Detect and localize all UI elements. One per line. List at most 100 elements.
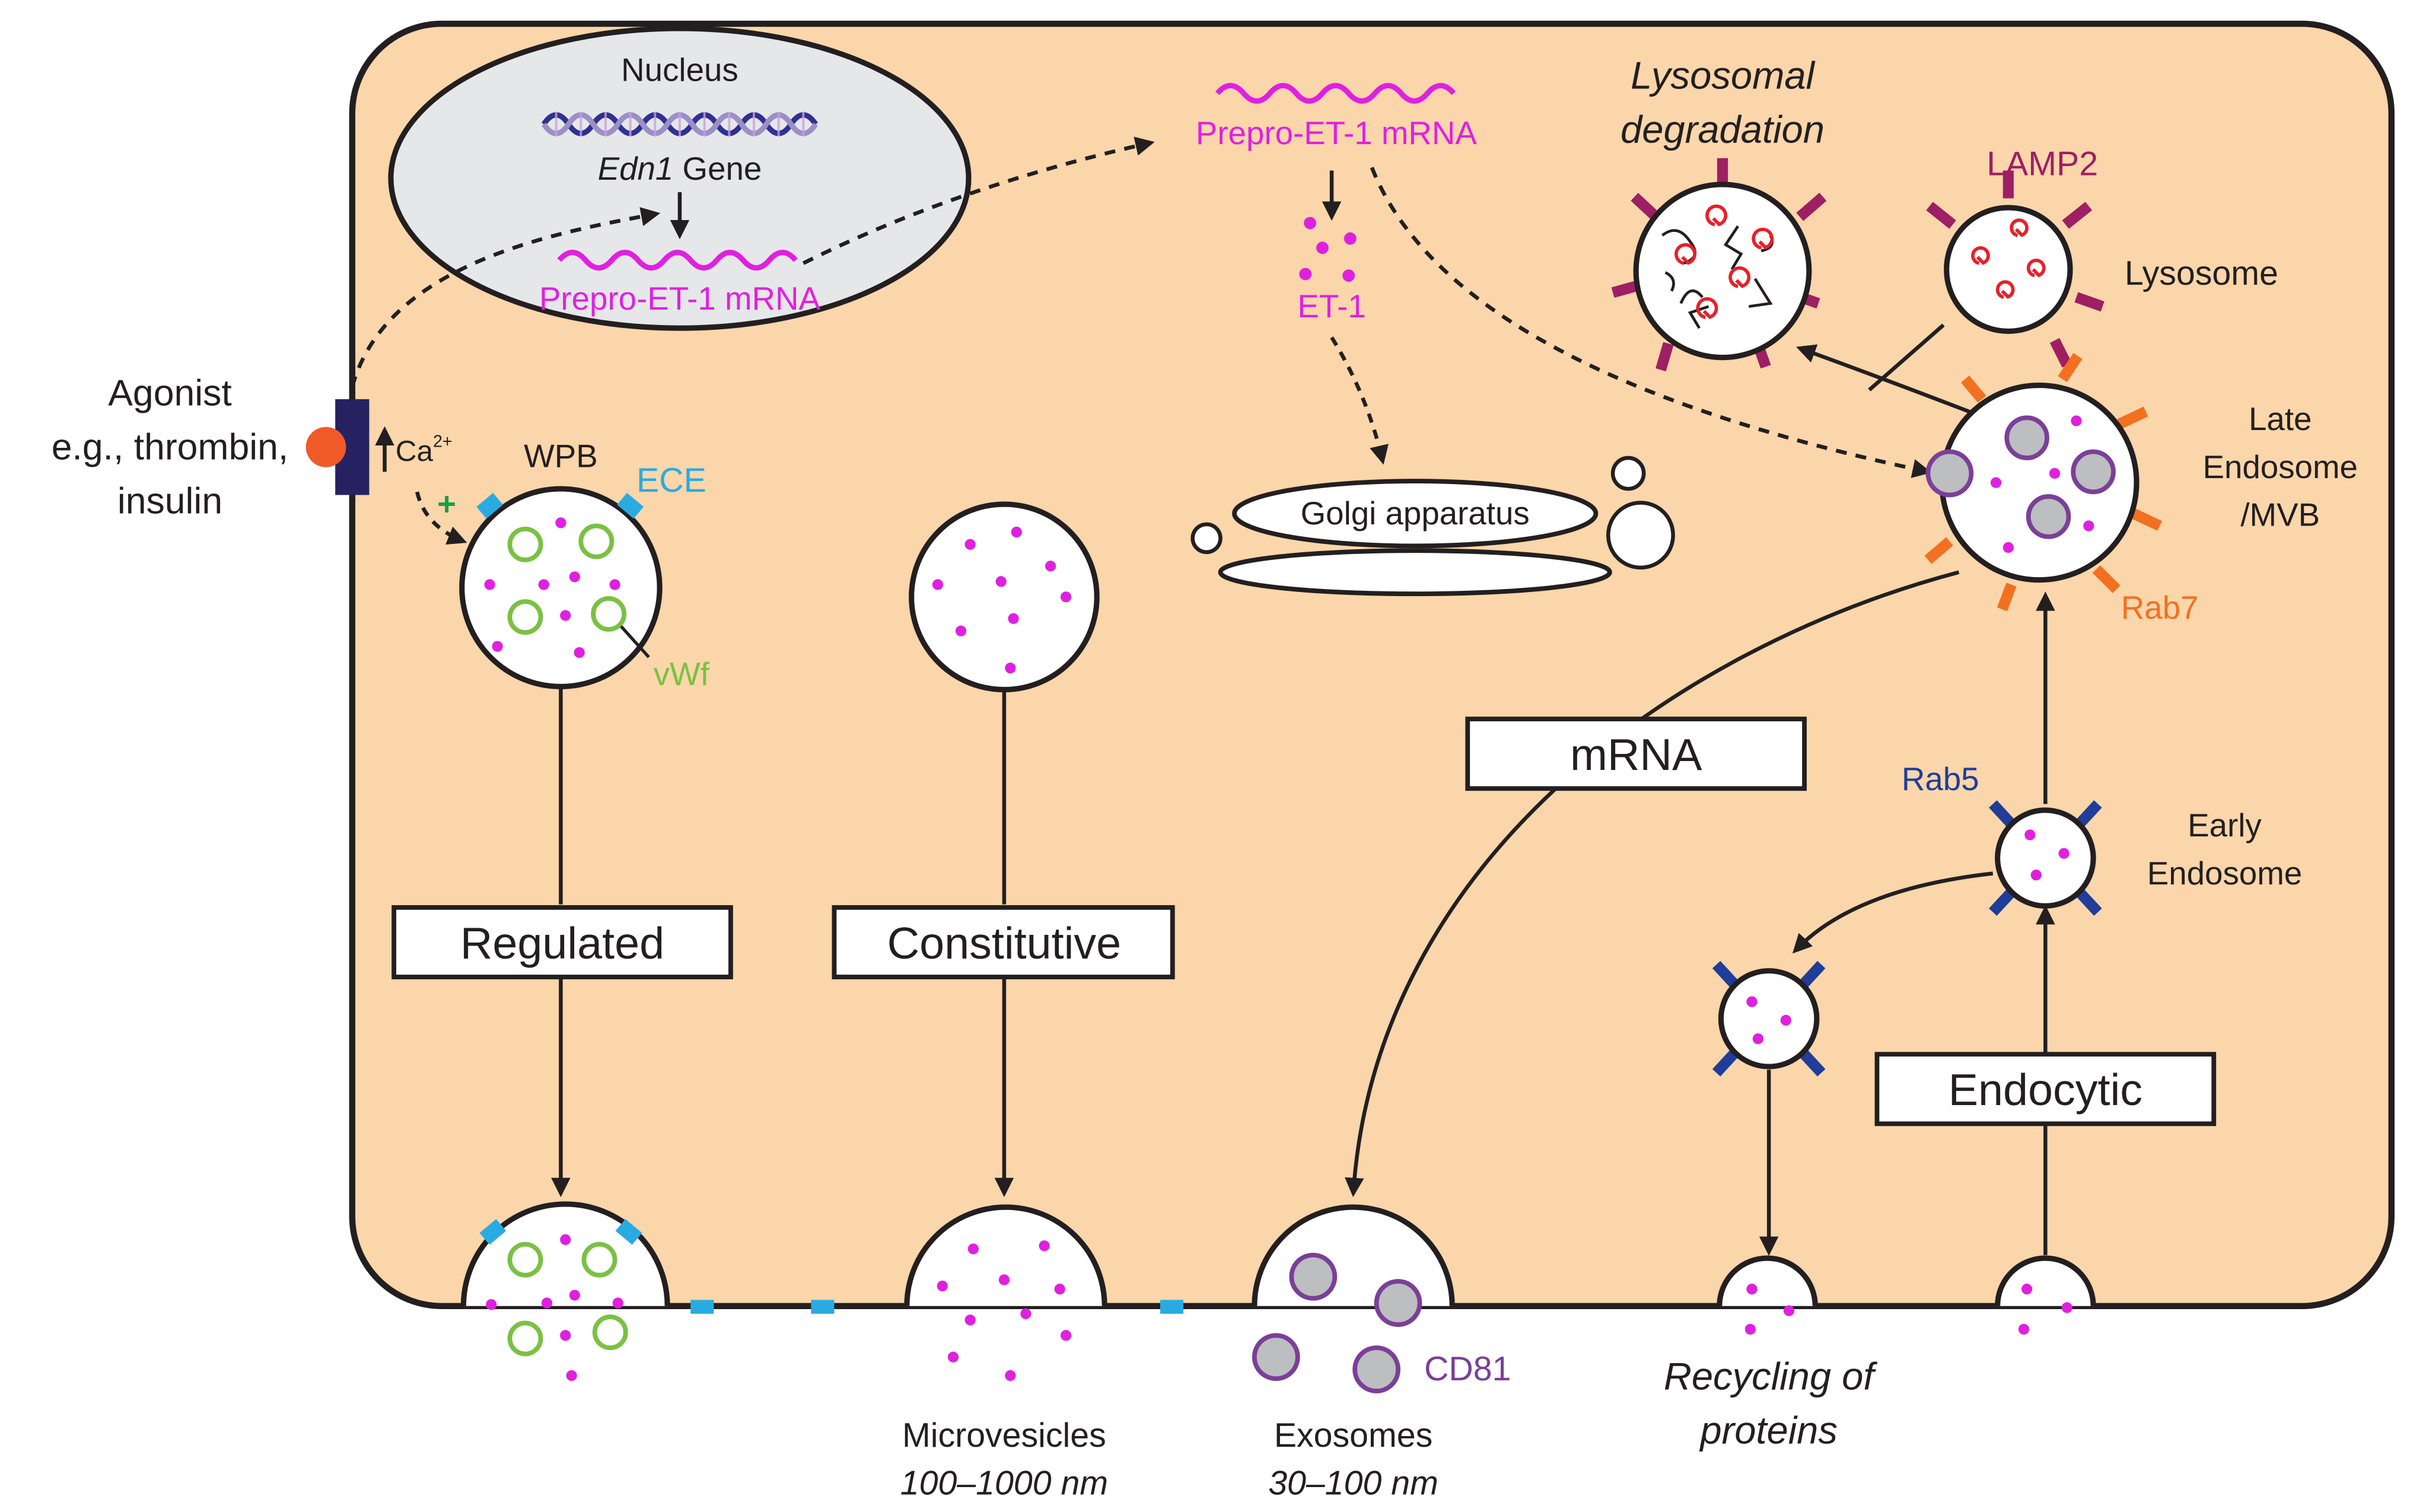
et1-dot (1039, 1240, 1050, 1252)
vwf-tubule (507, 1320, 543, 1357)
et1-dot (937, 1280, 948, 1292)
et1-dot (2024, 829, 2036, 841)
et1-dot (2030, 870, 2042, 881)
et1-dot (1990, 477, 2002, 488)
edn1-gene-name: Edn1 (598, 150, 674, 187)
nucleus-to-cytoplasm-arrow (802, 136, 1155, 265)
recycling-label-line1: Recycling of (1664, 1354, 1878, 1398)
et1-dot (2021, 1284, 2033, 1295)
et1-dot (1304, 217, 1317, 230)
et1-dot (486, 1299, 497, 1310)
et1-dot (1316, 241, 1329, 254)
vwf-tubule (578, 523, 615, 559)
vwf-pointer (620, 625, 650, 658)
exosome (1252, 1333, 1300, 1382)
golgi-cisterna-bottom (1218, 548, 1612, 597)
constitutive-box (832, 905, 1175, 979)
et1-dot (1060, 1330, 1072, 1341)
et1-dot (1752, 1033, 1764, 1045)
degradative-lysosome-membrane (1633, 182, 1812, 361)
et1-dot (995, 576, 1007, 587)
et1-dot (560, 1330, 571, 1341)
et1-dot (932, 579, 944, 590)
mrna-box-label: mRNA (1570, 730, 1702, 780)
et1-dot (1005, 1370, 1016, 1382)
et1-dot (2061, 1302, 2072, 1313)
endocytic-pit (1995, 1255, 2096, 1335)
microvesicles-size: 100–1000 nm (900, 1465, 1108, 1503)
ece-marker (617, 492, 644, 519)
edn1-gene-label: Edn1 Gene (598, 150, 762, 187)
agonist-label-line2: e.g., thrombin, (52, 426, 289, 468)
et1-dot (1020, 1308, 1032, 1319)
agonist-ligand (305, 426, 346, 467)
constitutive-box-label: Constitutive (887, 919, 1122, 969)
et1-dot (566, 1370, 577, 1382)
et1-dot (555, 517, 566, 529)
calcium-to-wpb-arrow (415, 491, 467, 545)
golgi-apparatus: Golgi apparatus (1190, 456, 1675, 597)
late-endosome-label-line1: Late (2249, 400, 2312, 437)
vwf-tubule (581, 1242, 617, 1278)
early-endosome-label-line2: Endosome (2147, 855, 2302, 892)
et1-dot (2003, 542, 2014, 553)
et1-dot (1780, 1014, 1791, 1026)
ece-marker (476, 492, 503, 519)
cd81-label: CD81 (1424, 1350, 1511, 1388)
vwf-label: vWf (654, 655, 710, 692)
early-endosome-membrane (1995, 807, 2096, 909)
et1-dot (484, 579, 495, 590)
exosomes-size: 30–100 nm (1268, 1465, 1438, 1503)
et1-dot (569, 571, 580, 582)
intraluminal-vesicle (2004, 415, 2049, 460)
vwf-tubule (591, 596, 627, 632)
recycling-rab5-markers (1712, 961, 1826, 1077)
intraluminal-vesicle (2071, 449, 2116, 495)
degradative-enzymes (1674, 204, 1774, 319)
mrna-box (1465, 717, 1807, 791)
wpb-exocytosis (460, 1201, 670, 1382)
et1-dot (538, 579, 549, 590)
recycling-fusion-membrane (1717, 1255, 1818, 1306)
et1-dot (541, 1297, 553, 1309)
et1-dot (998, 1274, 1010, 1285)
nucleus-label: Nucleus (621, 51, 738, 88)
et1-dot (2071, 415, 2082, 426)
golgi-label: Golgi apparatus (1301, 495, 1530, 531)
et1-dot (1008, 613, 1019, 624)
et1-dot (1783, 1305, 1795, 1316)
cytoplasmic-mrna-label: Prepro-ET-1 mRNA (1196, 114, 1478, 151)
lamp2-label: LAMP2 (1986, 145, 2098, 183)
et1-dot (1746, 1284, 1758, 1295)
calcium-label: Ca2+ (396, 432, 453, 467)
et1-dot (609, 579, 620, 590)
early-to-recycling-arrow (1792, 871, 1994, 954)
mrna-to-late-endosome-arrow (1370, 167, 1932, 478)
rab7-label: Rab7 (2121, 589, 2199, 626)
plus-sign: + (437, 485, 456, 522)
intraluminal-vesicle (2026, 494, 2071, 539)
et1-dot (964, 1314, 976, 1326)
et1-dot (1054, 1284, 1065, 1295)
exosome-release (1252, 1204, 1455, 1393)
et1-dot (1045, 561, 1056, 572)
nuclear-mrna-icon (557, 250, 798, 271)
et1-dot (1299, 268, 1312, 281)
agonist-receptor: Agonist e.g., thrombin, insulin Ca2+ + (52, 207, 661, 545)
endocytic-box-label: Endocytic (1949, 1065, 2142, 1115)
et1-dot (1011, 526, 1022, 538)
et1-dot (2049, 467, 2061, 479)
ece-membrane-marker (690, 1300, 714, 1314)
et1-dot (1342, 269, 1355, 282)
et1-label: ET-1 (1297, 288, 1366, 324)
vwf-tubule (507, 1242, 543, 1278)
et1-dot (2083, 520, 2094, 531)
early-endosome-label-line1: Early (2188, 807, 2262, 843)
rab5-label: Rab5 (1902, 760, 1979, 797)
nucleus: Nucleus Edn1 Gene Prepro-ET-1 mRNA (388, 26, 972, 331)
microvesicle-release (904, 1204, 1107, 1382)
et1-dot (560, 1234, 571, 1245)
et1-dot (1746, 996, 1758, 1007)
recycling-fusion (1717, 1255, 1818, 1335)
agonist-label-line3: insulin (117, 480, 222, 522)
